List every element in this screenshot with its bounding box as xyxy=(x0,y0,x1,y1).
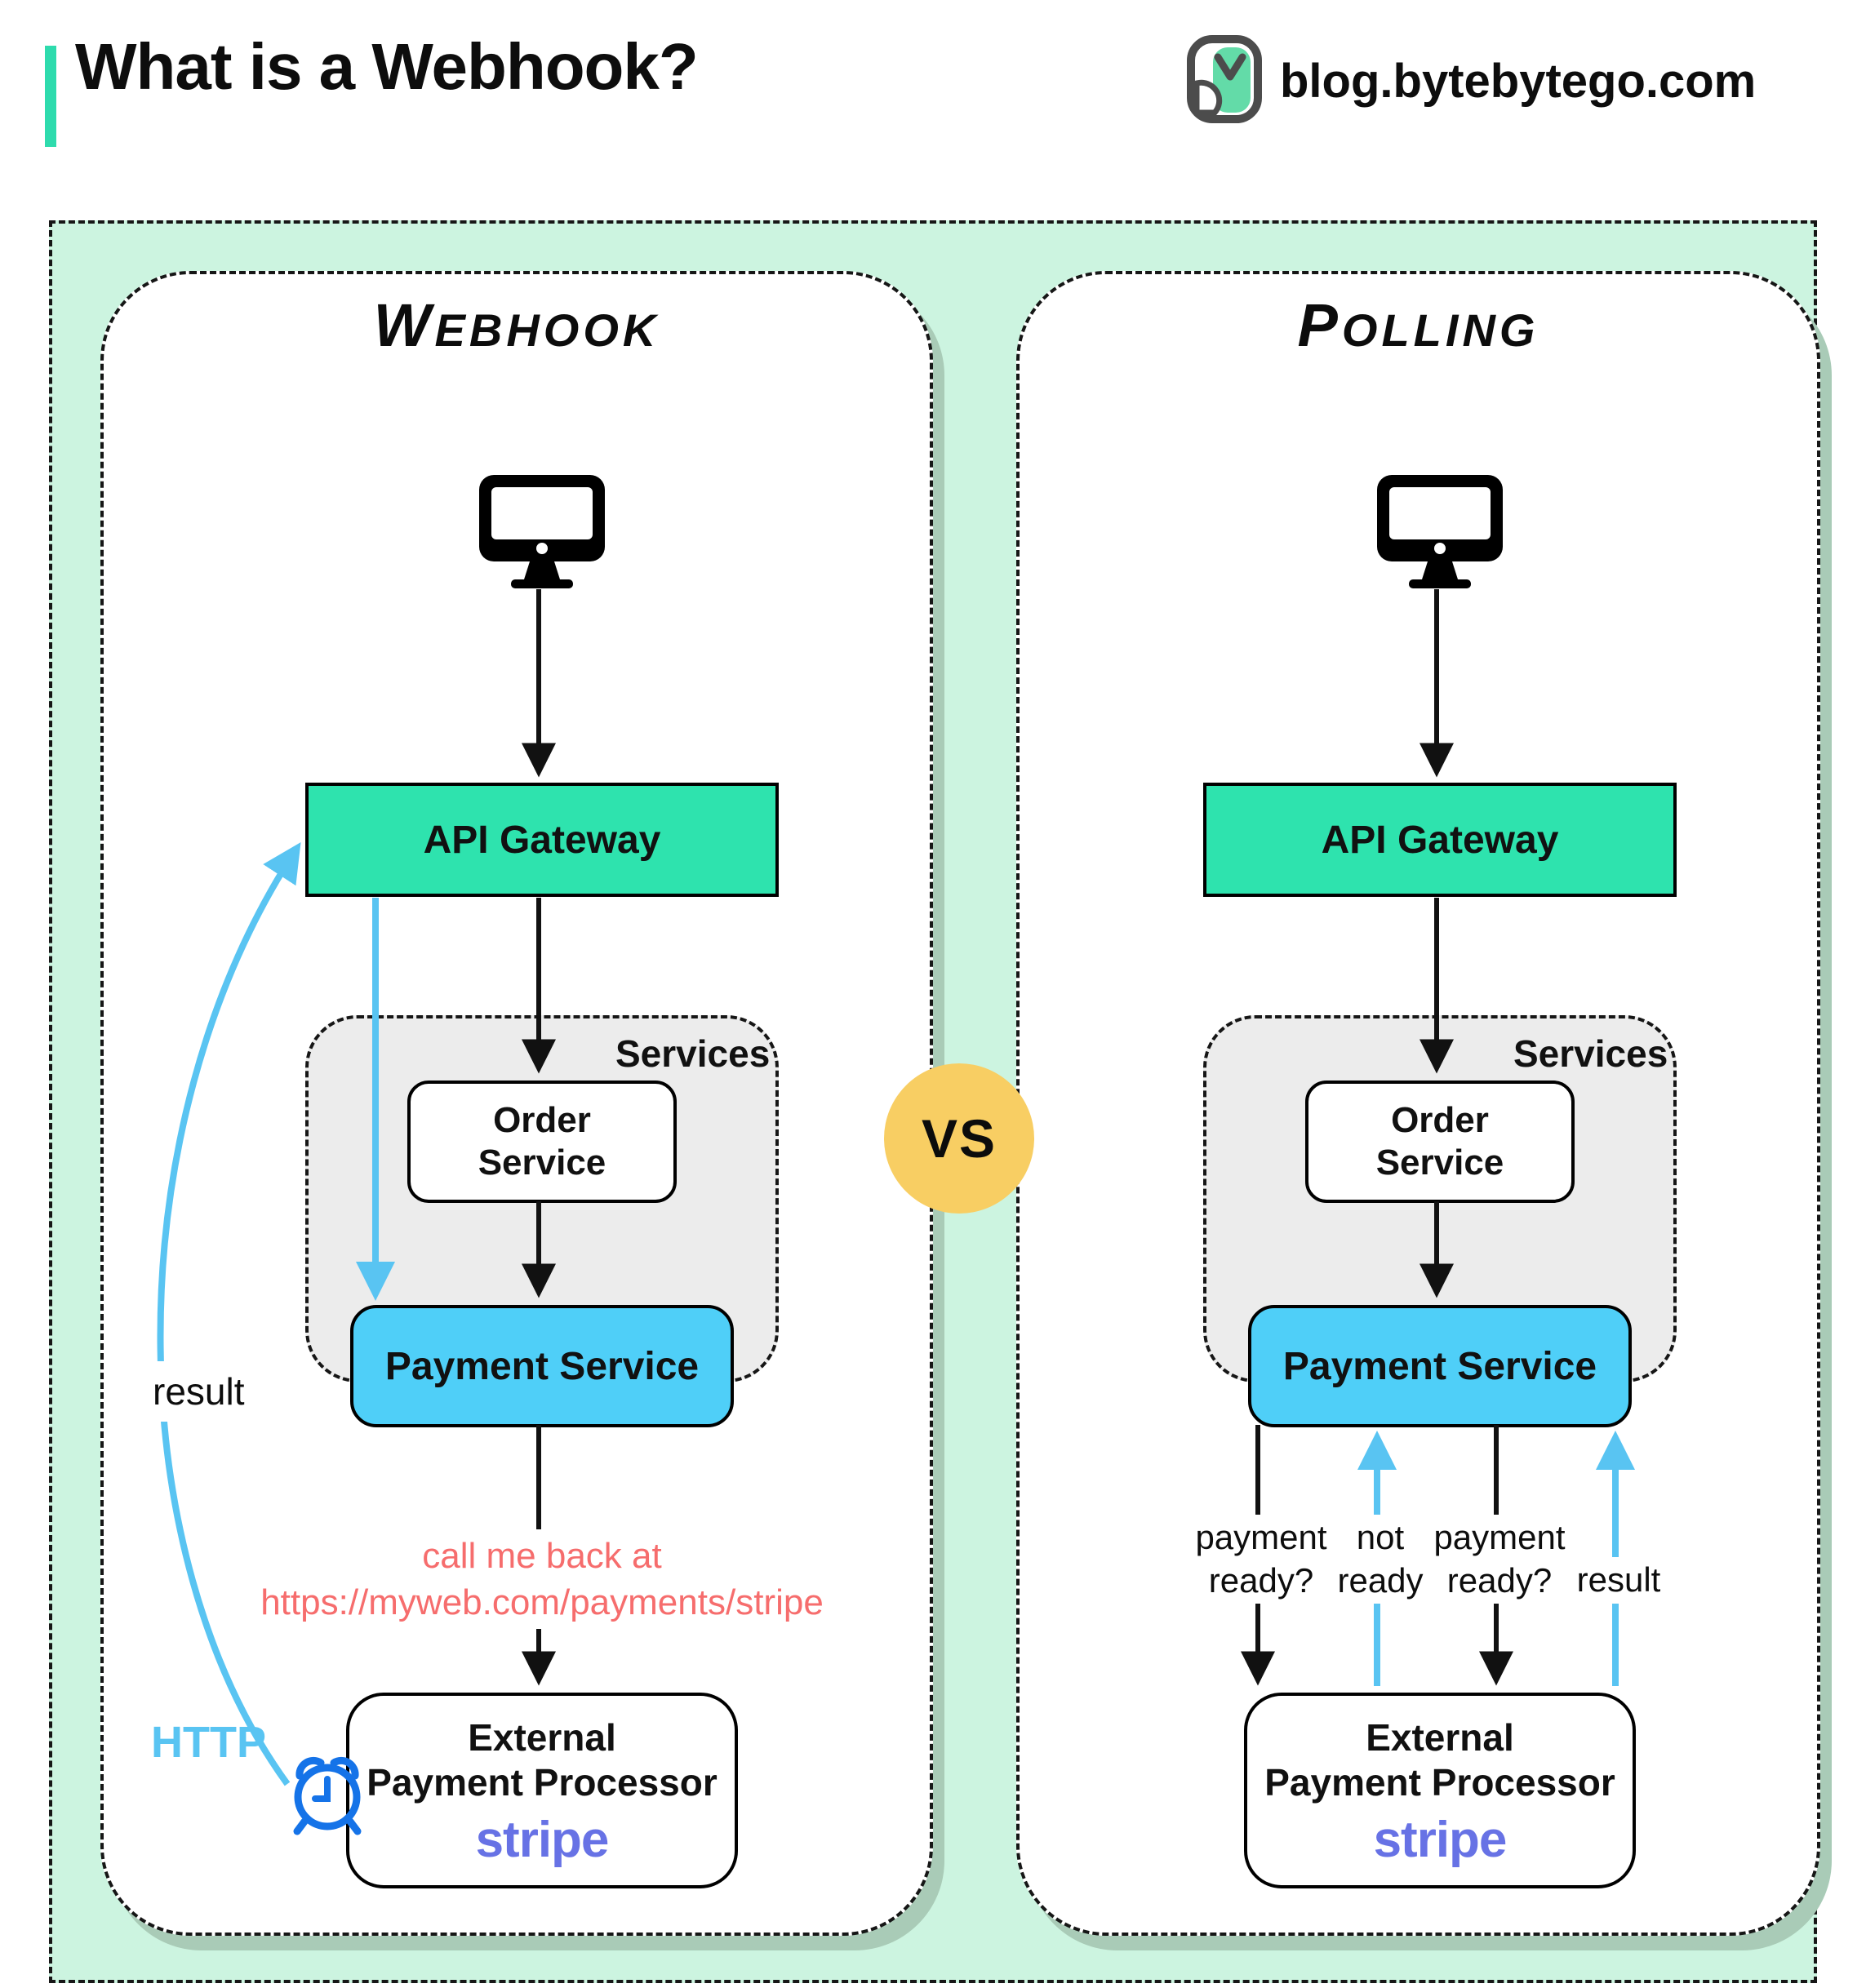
stripe-logo: stripe xyxy=(1373,1811,1508,1868)
alarm-clock-icon xyxy=(278,1743,376,1845)
result-label: result xyxy=(1570,1557,1668,1604)
services-label: Services xyxy=(1513,1032,1668,1075)
payment-service-label: Payment Service xyxy=(384,1344,700,1388)
api-gateway-label: API Gateway xyxy=(1321,818,1559,862)
site-url: blog.bytebytego.com xyxy=(1280,55,1757,108)
external-payment-processor-box: External Payment Processor stripe xyxy=(346,1693,738,1888)
callback-url-note: call me back at https://myweb.com/paymen… xyxy=(247,1529,837,1630)
site-logo: blog.bytebytego.com xyxy=(1185,34,1756,128)
polling-panel-title: Polling xyxy=(1297,291,1539,359)
api-gateway-box: API Gateway xyxy=(1203,783,1677,897)
api-gateway-label: API Gateway xyxy=(423,818,661,862)
payment-service-box: Payment Service xyxy=(350,1305,734,1427)
payment-service-label: Payment Service xyxy=(1282,1344,1597,1388)
order-service-label: Order Service xyxy=(478,1100,606,1183)
client-monitor-icon xyxy=(473,473,611,593)
webhook-panel-title: Webhook xyxy=(373,291,660,359)
callback-note-line2: https://myweb.com/payments/stripe xyxy=(260,1582,824,1623)
bytebytego-logo-icon xyxy=(1185,34,1264,128)
external-payment-processor-box: External Payment Processor stripe xyxy=(1244,1693,1636,1888)
title-accent-bar xyxy=(45,46,56,147)
page-title: What is a Webhook? xyxy=(75,30,699,103)
order-service-box: Order Service xyxy=(1305,1081,1575,1203)
external-payment-processor-label: External Payment Processor xyxy=(367,1715,718,1804)
polling-panel: Polling API Gateway Services Order Servi… xyxy=(1016,271,1820,1936)
stripe-logo: stripe xyxy=(475,1811,610,1868)
payment-ready-label-2: payment ready? xyxy=(1427,1515,1572,1604)
vs-badge: VS xyxy=(884,1063,1034,1214)
order-service-box: Order Service xyxy=(407,1081,677,1203)
services-label: Services xyxy=(615,1032,771,1075)
payment-service-box: Payment Service xyxy=(1248,1305,1632,1427)
payment-ready-label-1: payment ready? xyxy=(1188,1515,1334,1604)
webhook-panel: Webhook API Gateway Services Order Servi… xyxy=(100,271,933,1936)
not-ready-label: not ready xyxy=(1331,1515,1430,1604)
api-gateway-box: API Gateway xyxy=(305,783,779,897)
client-monitor-icon xyxy=(1371,473,1509,593)
result-label: result xyxy=(138,1361,260,1422)
callback-note-line1: call me back at xyxy=(422,1536,662,1576)
http-label: HTTP xyxy=(151,1718,266,1767)
external-payment-processor-label: External Payment Processor xyxy=(1264,1715,1615,1804)
order-service-label: Order Service xyxy=(1375,1100,1504,1183)
